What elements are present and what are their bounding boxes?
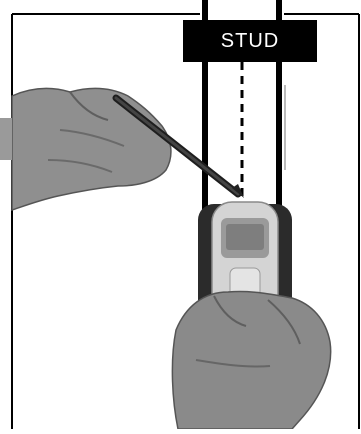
stud-label-text: STUD xyxy=(221,30,279,53)
left-hand xyxy=(0,89,171,210)
stud-label: STUD xyxy=(183,20,317,62)
right-hand xyxy=(172,291,330,429)
